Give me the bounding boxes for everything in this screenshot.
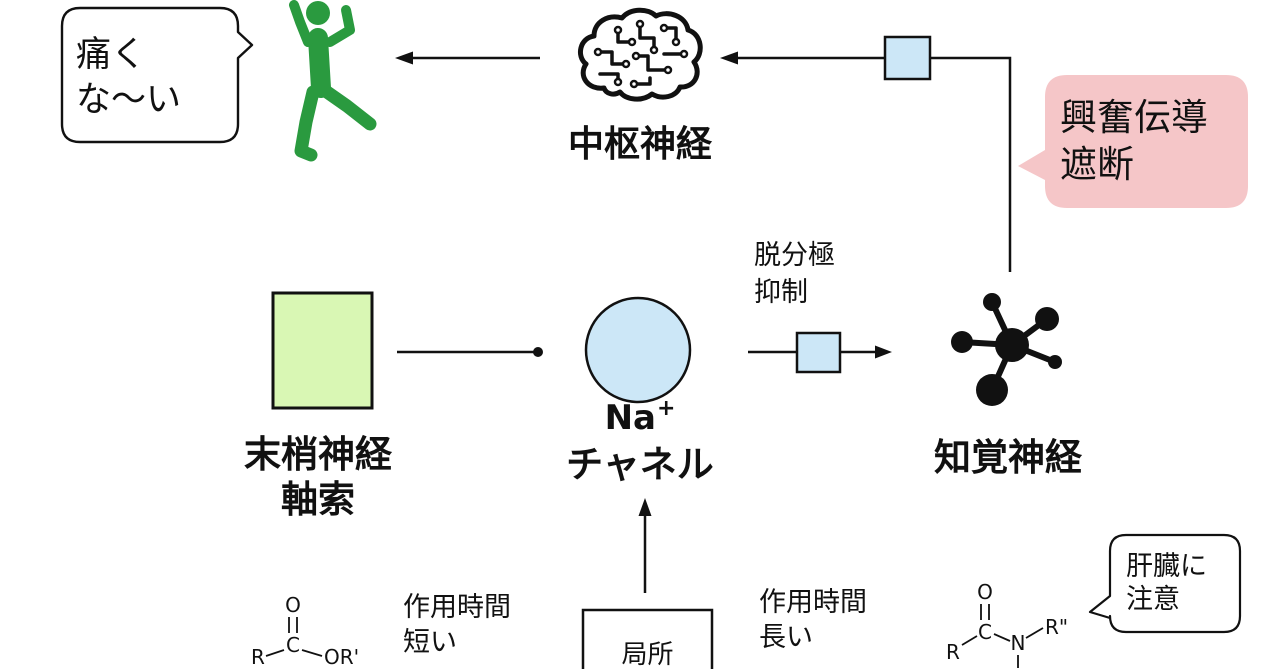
brain-circuit-line xyxy=(634,54,670,72)
amide-carbon: C xyxy=(978,620,992,644)
relief-line-2: な〜い xyxy=(76,80,182,120)
amide-nitrogen: N xyxy=(1011,631,1026,655)
brain-circuit-line xyxy=(596,50,628,66)
amide-r-group: R xyxy=(946,640,960,664)
amide-bond-c-r xyxy=(961,635,978,646)
depolarization-note: 脱分極 抑制 xyxy=(754,237,835,311)
brain-circuit-node xyxy=(629,79,639,89)
ester-bond-or xyxy=(301,649,323,657)
sensory-to-central-line xyxy=(735,56,1012,272)
person-jumping-icon xyxy=(289,0,377,162)
person-head xyxy=(306,1,330,25)
axon-to-channel-dot xyxy=(533,347,543,357)
conduction-block-marker xyxy=(883,35,932,81)
sensory-to-central-arrowhead xyxy=(720,51,738,65)
conduction-block-callout xyxy=(1018,75,1248,208)
liver-caution-line-1: 肝臓に xyxy=(1126,551,1207,582)
brain-circuit-node xyxy=(621,59,631,69)
brain-circuit-node xyxy=(679,49,689,59)
conduction-block-line-2: 遮断 xyxy=(1060,143,1134,186)
molecule-node xyxy=(1048,355,1062,369)
molecule-icon xyxy=(951,293,1062,406)
amide-r2-group: R" xyxy=(1045,615,1068,639)
channel-to-sensory-arrowhead xyxy=(875,345,892,359)
brain-circuit-node xyxy=(613,25,623,35)
brain-circuit-node xyxy=(649,45,659,55)
brain-circuit-line xyxy=(638,22,656,52)
na-channel-circle xyxy=(584,296,692,404)
depolarization-line-1: 脱分極 xyxy=(754,240,835,271)
local-site-label: 局所 xyxy=(621,640,674,670)
person-torso xyxy=(308,28,331,98)
liver-caution-text: 肝臓に 注意 xyxy=(1126,550,1207,616)
relief-line-1: 痛く xyxy=(76,35,147,75)
person-left-leg xyxy=(294,85,320,162)
sodium-charge: + xyxy=(656,396,676,421)
brain-circuit-node xyxy=(627,37,637,47)
peripheral-axon-line-2: 軸索 xyxy=(281,478,355,521)
conduction-block-text: 興奮伝導 遮断 xyxy=(1060,94,1208,188)
brain-circuit-node xyxy=(593,47,603,57)
amide-bond-cn xyxy=(993,633,1011,642)
brain-circuit-line xyxy=(632,76,652,86)
amide-carbonyl-oxygen: O xyxy=(977,580,993,604)
short-duration-note: 作用時間 短い xyxy=(403,590,511,660)
peripheral-axon-block xyxy=(271,291,374,410)
long-duration-note: 作用時間 長い xyxy=(759,585,867,655)
brain-circuit-node xyxy=(613,77,623,87)
ester-carbon: C xyxy=(286,633,300,657)
long-duration-line-1: 作用時間 xyxy=(759,587,867,618)
na-channel-symbol: Na+ xyxy=(560,396,720,444)
na-channel-label: チャネル xyxy=(566,443,714,486)
short-duration-line-1: 作用時間 xyxy=(403,592,511,623)
brain-circuit-node xyxy=(631,51,641,61)
person-left-arm xyxy=(289,0,313,47)
peripheral-axon-line-1: 末梢神経 xyxy=(244,433,392,476)
depolarization-line-2: 抑制 xyxy=(754,277,808,308)
brain-circuit-node xyxy=(635,19,645,29)
sodium-symbol: Na xyxy=(604,398,656,438)
brain-circuit-node xyxy=(659,23,669,33)
sensory-nerve-label: 知覚神経 xyxy=(934,436,1082,479)
brain-circuit-node xyxy=(671,37,681,47)
amide-structure: O C N R" R xyxy=(946,580,1068,668)
molecule-nodes xyxy=(951,293,1062,406)
molecule-node xyxy=(976,374,1008,406)
conduction-block-line-1: 興奮伝導 xyxy=(1060,96,1208,139)
amide-bond-n-r2 xyxy=(1025,627,1044,639)
brain-icon xyxy=(577,7,703,102)
molecule-node xyxy=(951,331,973,353)
ester-or-group: OR' xyxy=(324,645,359,669)
person-right-leg xyxy=(320,85,377,131)
molecule-node xyxy=(983,293,1001,311)
central-to-relief-arrowhead xyxy=(395,51,413,65)
long-duration-line-2: 長い xyxy=(759,622,813,653)
short-duration-line-2: 短い xyxy=(403,627,457,658)
ester-carbonyl-oxygen: O xyxy=(285,593,301,617)
person-right-arm xyxy=(325,5,355,47)
molecule-center-node xyxy=(995,328,1029,362)
local-site-box xyxy=(581,608,714,669)
brain-circuit-nodes xyxy=(593,19,689,89)
relief-bubble-text: 痛く な〜い xyxy=(76,33,181,123)
relief-speech-bubble xyxy=(60,6,254,144)
liver-caution-bubble xyxy=(1088,533,1242,634)
brain-circuit-traces xyxy=(596,22,686,86)
liver-caution-line-2: 注意 xyxy=(1126,584,1180,615)
molecule-node xyxy=(1035,307,1059,331)
peripheral-axon-label: 末梢神経 軸索 xyxy=(228,432,408,522)
local-to-channel-arrowhead xyxy=(638,498,652,516)
central-nerve-label: 中枢神経 xyxy=(567,124,712,165)
brain-circuit-node xyxy=(663,65,673,75)
ester-r-group: R xyxy=(251,645,265,669)
depolarization-block-marker xyxy=(795,331,842,374)
ester-bond-r xyxy=(265,649,285,657)
ester-structure: O C R OR' xyxy=(251,593,359,669)
